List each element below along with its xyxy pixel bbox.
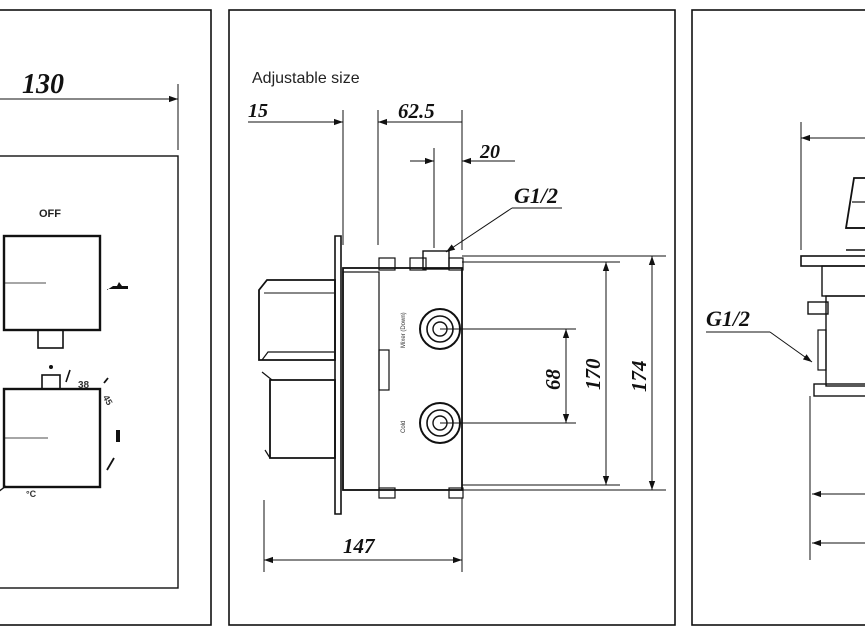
svg-text:°C: °C: [26, 489, 37, 499]
dim-15-label: 15: [248, 100, 268, 122]
port-cold-label: Cold: [401, 421, 407, 433]
right-g12-thread-label: G1/2: [706, 306, 750, 331]
dim-20-label: 20: [479, 141, 500, 163]
adjustable-size-caption: Adjustable size: [252, 70, 360, 87]
dim-62-5-label: 62.5: [398, 99, 435, 123]
dim-170-label: 170: [581, 358, 605, 390]
front-plate: [0, 155, 179, 589]
g12-thread-label: G1/2: [514, 183, 558, 208]
svg-text:45: 45: [101, 393, 115, 407]
valve-body: [342, 267, 463, 491]
width-dimension-label: 130: [22, 69, 64, 100]
dim-68-label: 68: [541, 369, 565, 391]
off-label: OFF: [39, 208, 61, 220]
svg-text:38: 38: [78, 380, 90, 391]
shower-icon: [107, 282, 128, 290]
right-panel: G1/2: [691, 9, 865, 626]
left-panel: 130 OFF 38 45 °C: [0, 9, 212, 626]
middle-panel: Adjustable size 15 62.5 20 G1/2: [228, 9, 676, 626]
port-mixer-label: Mixer (Down): [401, 312, 407, 348]
dim-147-label: 147: [343, 534, 376, 558]
dim-174-label: 174: [627, 361, 651, 393]
